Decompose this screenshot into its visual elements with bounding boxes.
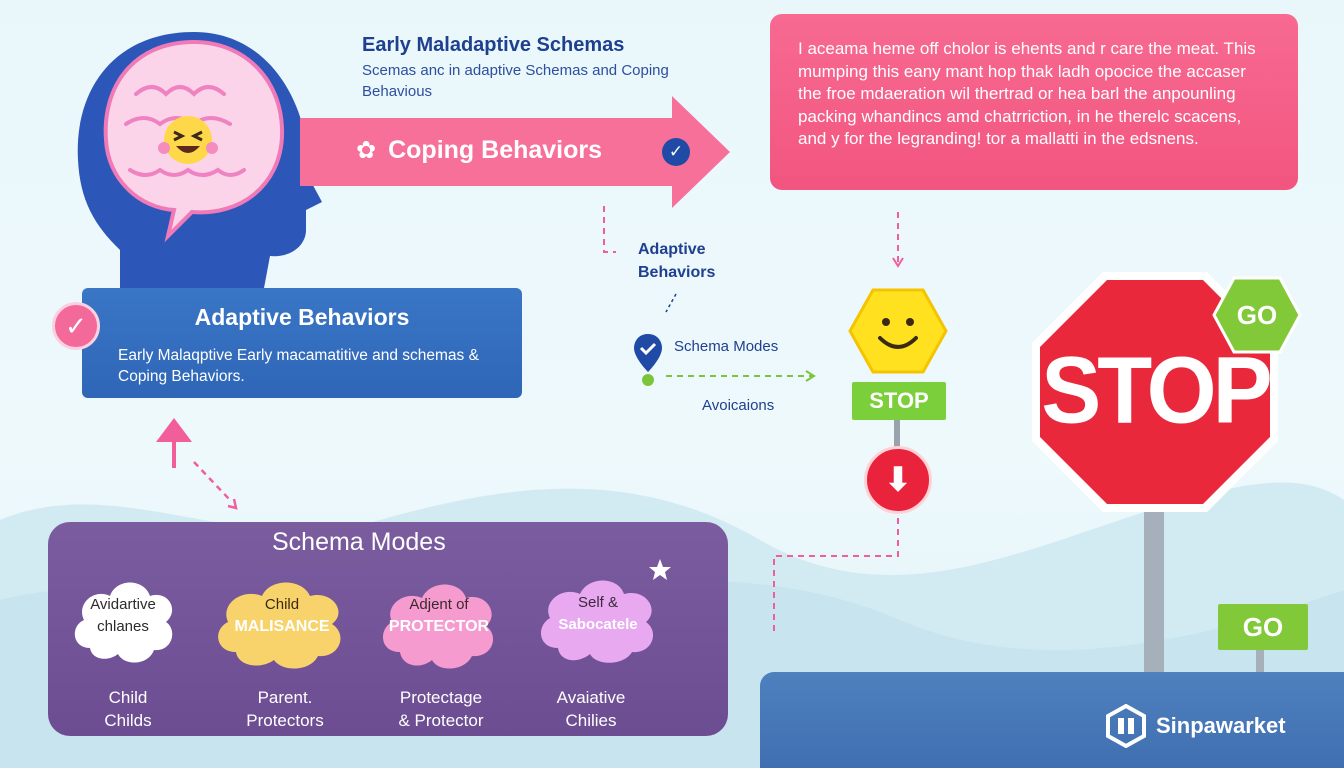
- cloud-adjent-protector-text: Adjent of PROTECTOR: [380, 594, 498, 638]
- info-card: I aceama heme off cholor is ehents and r…: [770, 14, 1298, 190]
- head-brain-illustration: [77, 32, 322, 288]
- schema-modes-small-label: Schema Modes: [674, 338, 779, 355]
- coping-behaviors-arrow: [300, 96, 730, 208]
- caption-line: Childs: [104, 711, 152, 730]
- cloud-child-malisance: [218, 582, 341, 669]
- go-sign-bottom: GO: [1218, 604, 1308, 650]
- coping-behaviors-text: Coping Behaviors: [388, 136, 603, 164]
- caption-parent-protectors: Parent. Protectors: [220, 686, 350, 732]
- caption-line: Protectors: [246, 711, 324, 730]
- adaptive-behaviors-heading: Adaptive Behaviors: [194, 304, 410, 330]
- cloud-line: PROTECTOR: [388, 618, 490, 635]
- brand-bar: [760, 672, 1344, 768]
- caption-line: Protectage: [399, 688, 483, 707]
- caption-line: Parent.: [257, 688, 313, 707]
- cloud-avidartive-text: Avidartive chlanes: [70, 594, 176, 638]
- cloud-line: Self &: [577, 594, 619, 611]
- brand-logo-icon: [1106, 704, 1146, 748]
- cloud-self-sabocatele: [540, 580, 654, 663]
- check-icon: ✓: [52, 302, 100, 350]
- go-hexagon-text: GO: [1236, 300, 1278, 330]
- caption-line: Avaiative: [556, 688, 626, 707]
- adaptive-behaviors-small-label: Adaptive Behaviors: [638, 241, 716, 281]
- avoidance-label: Avoicaions: [702, 397, 775, 414]
- brand: Sinpawarket: [1104, 704, 1286, 748]
- down-arrow-icon: ⬇: [864, 446, 932, 514]
- diagram-subtitle: Scemas anc in adaptive Schemas and Copin…: [362, 62, 669, 100]
- adaptive-behaviors-body: Early Malaqptive Early macamatitive and …: [118, 347, 479, 385]
- caption-child-childs: Child Childs: [68, 686, 188, 732]
- coping-behaviors-label: ✿ Coping Behaviors: [356, 136, 602, 165]
- adaptive-behaviors-card: Adaptive Behaviors Early Malaqptive Earl…: [82, 288, 522, 398]
- cloud-avidartive: [74, 582, 173, 663]
- check-circle-icon: ✓: [662, 138, 690, 166]
- cloud-line: Sabocatele: [558, 616, 638, 633]
- flower-icon: ✿: [356, 137, 377, 164]
- caption-protectage-protector: Protectage & Protector: [376, 686, 506, 732]
- cloud-adjent-protector: [382, 584, 494, 669]
- cloud-self-sabocatele-text: Self & Sabocatele: [538, 592, 658, 636]
- info-card-text: I aceama heme off cholor is ehents and r…: [798, 39, 1256, 148]
- brand-name: Sinpawarket: [1156, 713, 1286, 738]
- caption-line: Chilies: [565, 711, 617, 730]
- location-check-icon: [634, 334, 662, 386]
- smiley-icon: [848, 288, 948, 374]
- cloud-child-malisance-text: Child MALISANCE: [214, 594, 350, 638]
- caption-line: & Protector: [398, 711, 484, 730]
- star-icon: [649, 559, 671, 580]
- go-hexagon: [1212, 276, 1302, 354]
- caption-avaiative-chilies: Avaiative Chilies: [528, 686, 654, 732]
- stop-sign-text: STOP: [1041, 338, 1272, 444]
- diagram-title: Early Maladaptive Schemas: [362, 34, 625, 56]
- cloud-line: Adjent of: [409, 596, 469, 613]
- schema-modes-title: Schema Modes: [272, 528, 446, 556]
- cloud-line: chlanes: [97, 618, 149, 635]
- cloud-line: Avidartive: [90, 596, 156, 613]
- cloud-line: MALISANCE: [234, 618, 330, 635]
- caption-line: Child: [108, 688, 148, 707]
- cloud-line: Child: [264, 596, 300, 613]
- stop-label-small: STOP: [852, 382, 946, 420]
- stop-sign: [1032, 272, 1278, 512]
